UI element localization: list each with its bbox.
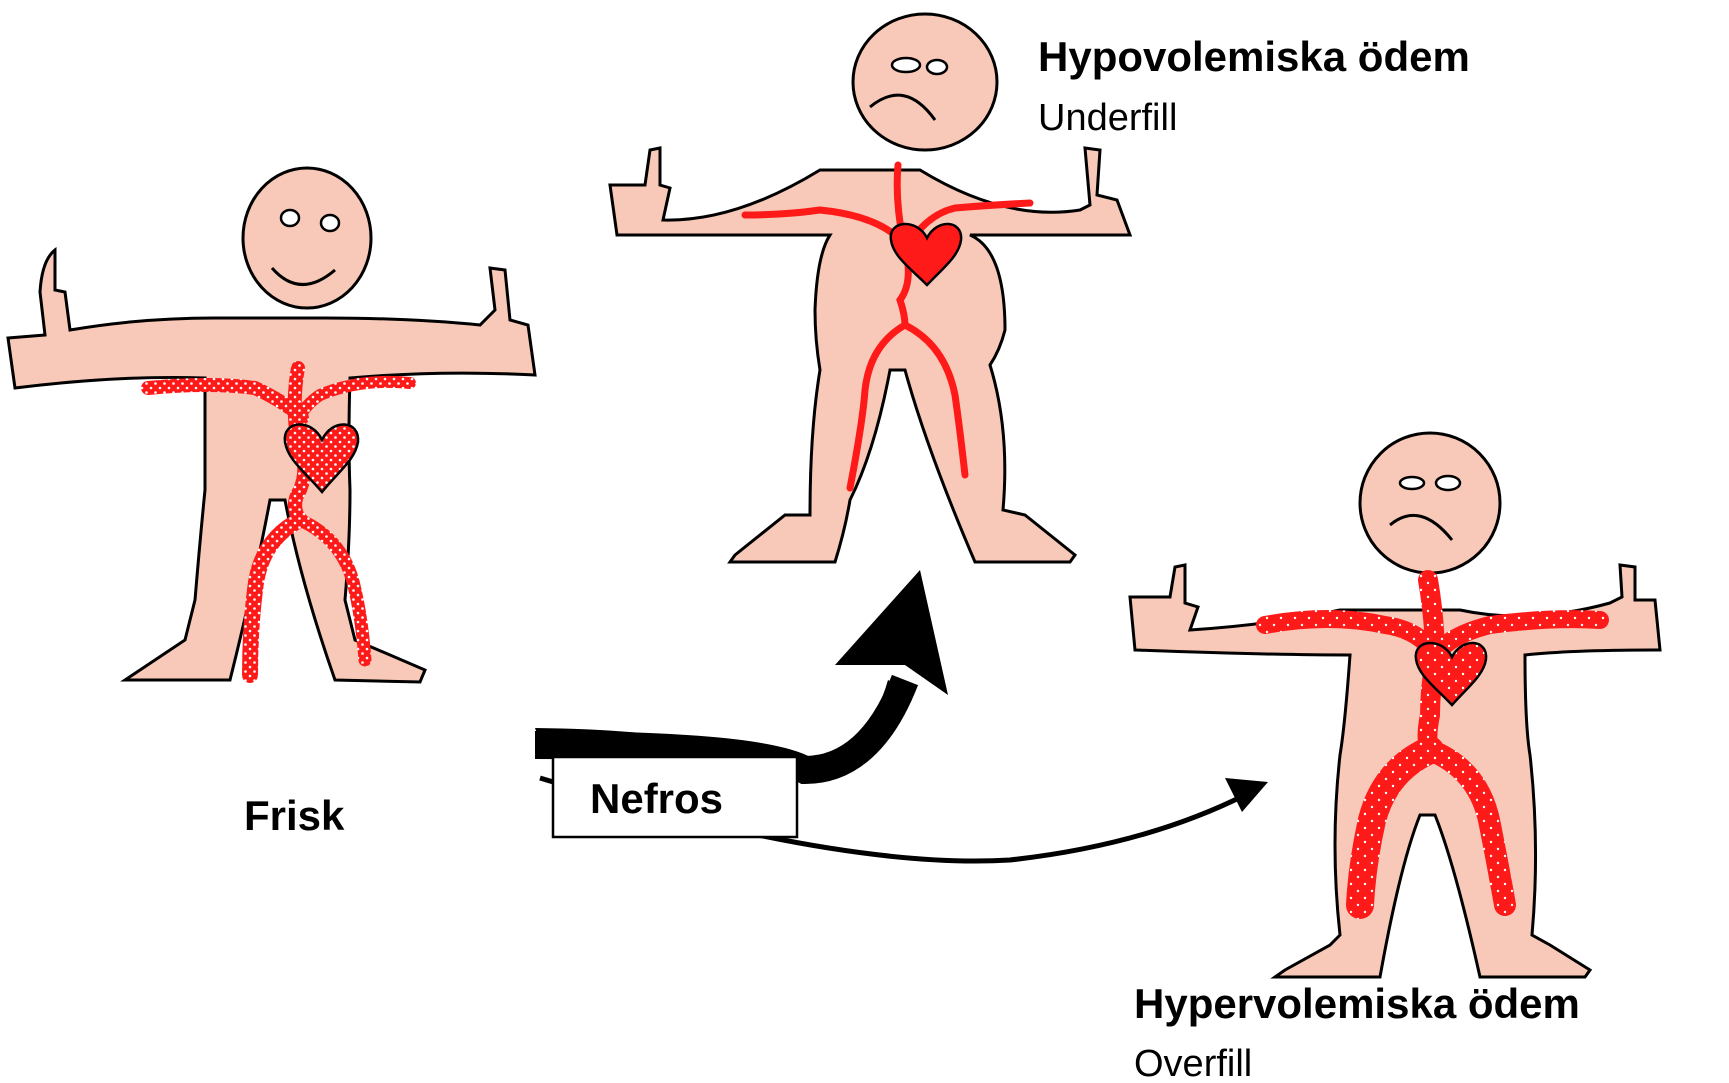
overfill-right-eye	[1436, 476, 1460, 490]
healthy-body	[8, 250, 535, 682]
overfill-arrowhead	[1225, 778, 1268, 812]
healthy-figure	[8, 168, 535, 682]
healthy-left-eye	[281, 210, 299, 226]
nefros-box: Nefros	[553, 757, 797, 837]
underfill-title: Hypovolemiska ödem	[1038, 33, 1470, 80]
overfill-head	[1360, 433, 1500, 573]
overfill-subtitle: Overfill	[1134, 1043, 1252, 1083]
overfill-figure	[1130, 433, 1660, 977]
overfill-left-eye	[1400, 477, 1424, 489]
nefros-label: Nefros	[590, 775, 723, 822]
overfill-title: Hypervolemiska ödem	[1134, 980, 1580, 1027]
healthy-label: Frisk	[244, 792, 345, 839]
underfill-head	[853, 14, 997, 150]
underfill-right-eye	[927, 60, 947, 74]
underfill-body	[610, 148, 1130, 562]
underfill-left-eye	[892, 58, 920, 72]
healthy-right-eye	[321, 215, 339, 231]
underfill-subtitle: Underfill	[1038, 97, 1177, 139]
healthy-head	[243, 168, 371, 308]
